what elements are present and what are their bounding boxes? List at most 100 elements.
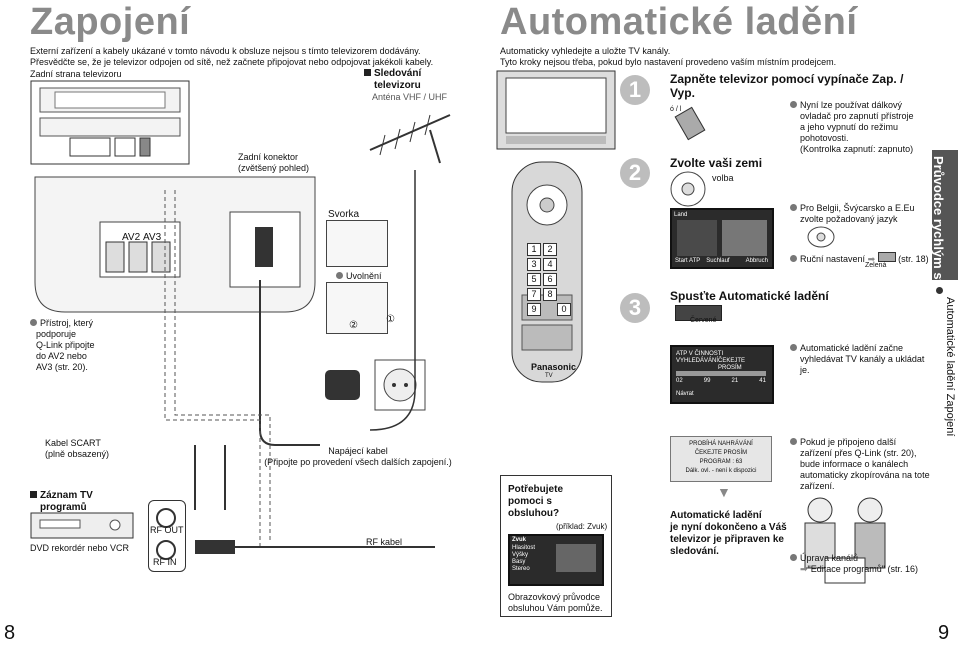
atp-progress-bar — [676, 371, 766, 376]
remote-control — [511, 161, 583, 383]
green-label: Zelená — [865, 262, 887, 269]
left-intro: Externí zařízení a kabely ukázané v tomt… — [30, 46, 470, 68]
key-1[interactable]: 1 — [527, 243, 541, 256]
step-3-title: Spusťte Automatické ladění — [670, 289, 829, 303]
arrow-icon: ➡ — [867, 254, 876, 264]
atp-status: ATP V ČINNOSTI — [676, 351, 724, 357]
key-3[interactable]: 3 — [527, 258, 541, 271]
dpad-icon — [670, 171, 706, 207]
release-label: Uvolnění — [336, 271, 382, 282]
rf-out-jack — [156, 508, 176, 528]
viewing-title: Sledování televizoru — [364, 68, 421, 92]
left-page-number: 8 — [4, 622, 16, 644]
antenna-icon — [369, 114, 451, 164]
red-button-icon[interactable] — [675, 305, 722, 321]
atp-return: Návrat — [676, 391, 694, 397]
remote-tv-label: TV — [545, 373, 553, 379]
down-arrow-icon: ▼ — [717, 484, 731, 500]
bullet-icon — [790, 255, 797, 262]
left-page-title: Zapojení — [30, 1, 191, 43]
tab-bullets — [936, 287, 946, 294]
help-menu-panel — [556, 544, 596, 572]
help-menu-screen: Zvuk Hlasitost Výšky Basy Stereo — [508, 534, 604, 586]
rf-in-jack — [156, 540, 176, 560]
step-one-marker: ① — [386, 314, 395, 325]
download-screen: PROBÍHÁ NAHRÁVÁNÍ ČEKEJTE PROSÍM PROGRAM… — [670, 436, 772, 482]
help-footer: Obrazovkový průvodce obsluhou Vám pomůže… — [508, 592, 603, 613]
bullet-icon — [30, 319, 37, 326]
key-0[interactable]: 0 — [557, 303, 571, 316]
tab-autotuning-connection[interactable]: Automatické ladění Zapojení — [932, 285, 958, 436]
step-1-title: Zapněte televizor pomocí vypínače Zap. /… — [670, 72, 904, 100]
onoff-label: ó / l — [670, 106, 682, 113]
green-button-icon — [877, 252, 896, 262]
channel-edit: Úprava kanálů ➡"Editace programů" (str. … — [790, 553, 918, 575]
tab-quick-start[interactable]: Průvodce rychlým startem — [931, 150, 958, 319]
step-2-title: Zvolte vaši zemi — [670, 156, 763, 170]
rf-cable-line — [235, 546, 435, 548]
select-label: volba — [712, 173, 734, 183]
red-label: Červené — [690, 317, 717, 324]
dpad-small-icon — [807, 226, 835, 248]
right-page-title: Automatické ladění — [500, 1, 858, 43]
antenna-label: Anténa VHF / UHF — [372, 92, 448, 102]
mains-label: Napájecí kabel (Připojte po provedení vš… — [264, 446, 452, 467]
country-screen-title: Land — [674, 212, 688, 218]
step-1-note: Nyní lze používat dálkový ovladač pro za… — [790, 100, 940, 155]
country-list — [677, 220, 717, 256]
terminal-panel — [34, 176, 316, 313]
cable-lines — [164, 170, 416, 550]
terminal-label: Zadní konektor (zvětšený pohled) — [238, 152, 310, 173]
square-marker-icon — [30, 491, 37, 498]
bullet-icon — [790, 101, 797, 108]
edit-programs-link[interactable]: "Editace programů" (str. 16) — [807, 564, 918, 574]
square-marker-icon — [364, 69, 371, 76]
rf-in-label: RF IN — [153, 557, 177, 567]
atp-values: 02 99 21 41 — [676, 378, 766, 384]
tv-rear-illustration — [30, 80, 190, 165]
bullet-icon — [936, 287, 943, 294]
right-intro: Automaticky vyhledejte a uložte TV kanál… — [500, 46, 837, 67]
bullet-icon — [336, 272, 343, 279]
power-plug-icon — [325, 359, 426, 411]
recording-title: Záznam TV programů — [30, 490, 93, 514]
atp-screen: ATP V ČINNOSTI VYHLEDÁVÁNÍ ČEKEJTE PROSÍ… — [670, 345, 774, 404]
qlink-copy-note: Pokud je připojeno další zařízení přes Q… — [790, 437, 940, 492]
clamp-illustration — [326, 220, 388, 267]
scart-label: Kabel SCART (plně obsazený) — [45, 438, 110, 459]
help-box — [500, 475, 612, 617]
key-7[interactable]: 7 — [527, 288, 541, 301]
release-illustration — [326, 282, 388, 334]
key-4[interactable]: 4 — [543, 258, 557, 271]
rf-cable-label: RF kabel — [366, 537, 403, 547]
key-9[interactable]: 9 — [527, 303, 541, 316]
step-3-number: 3 — [620, 293, 650, 323]
bullet-icon — [790, 204, 797, 211]
intro-line-1: Externí zařízení a kabely ukázané v tomt… — [30, 46, 421, 56]
clamp-label: Svorka — [328, 209, 360, 220]
rear-label: Zadní strana televizoru — [30, 69, 122, 79]
recorder-illustration — [30, 512, 134, 539]
keypad: 1 2 3 4 5 6 7 8 9 0 — [527, 243, 571, 316]
qlink-note: Přístroj, který podporuje Q-Link připojt… — [30, 318, 110, 373]
av3-label: AV3 — [143, 232, 162, 243]
step-2-number: 2 — [620, 158, 650, 188]
arrow-icon: ➡ — [800, 564, 808, 574]
help-example: (příklad: Zvuk) — [556, 522, 608, 531]
key-2[interactable]: 2 — [543, 243, 557, 256]
key-6[interactable]: 6 — [543, 273, 557, 286]
step-1-number: 1 — [620, 75, 650, 105]
people-illustration — [804, 497, 886, 584]
step-2-note: Pro Belgii, Švýcarsko a E.Eu zvolte poža… — [790, 203, 940, 225]
key-5[interactable]: 5 — [527, 273, 541, 286]
rf-out-label: RF OUT — [150, 525, 184, 535]
help-title: Potřebujete pomoci s obsluhou? — [508, 484, 564, 519]
done-text: Automatické ladění je nyní dokončeno a V… — [670, 510, 787, 557]
country-screen-footer: Start ATP Suchlauf Abbruch — [675, 258, 768, 264]
bullet-icon — [790, 438, 797, 445]
tv-front-illustration — [496, 70, 616, 150]
bullet-icon — [790, 344, 797, 351]
key-8[interactable]: 8 — [543, 288, 557, 301]
manual-setting: Ruční nastavení ➡ (str. 18) — [790, 252, 929, 265]
remote-brand: Panasonic — [531, 362, 577, 372]
